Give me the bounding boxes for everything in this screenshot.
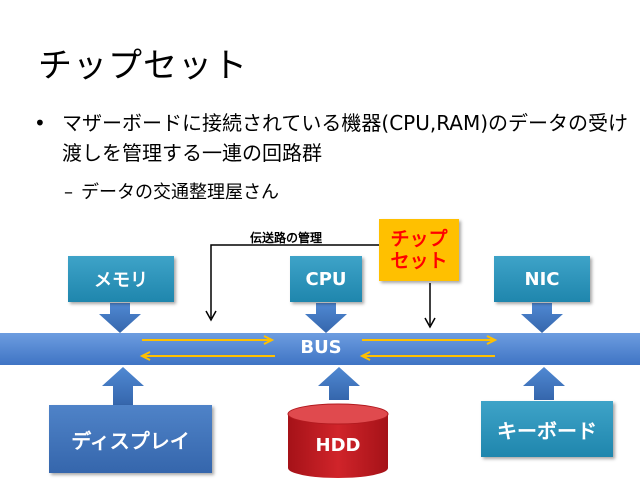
sub-bullet-text: データの交通整理屋さん <box>81 182 279 203</box>
nic-box: NIC <box>494 256 590 302</box>
hdd-up-arrow <box>318 367 360 400</box>
memory-down-arrow <box>99 303 141 333</box>
keyboard-box: キーボード <box>481 401 613 457</box>
bus-management-note: 伝送路の管理 <box>250 231 323 245</box>
cpu-down-arrow <box>305 303 347 333</box>
display-box: ディスプレイ <box>49 405 212 473</box>
bus-flow-arrows <box>139 335 498 361</box>
sub-bullet-marker: – <box>64 182 73 203</box>
hdd-label: HDD <box>315 434 361 456</box>
bus-bar <box>0 333 640 365</box>
chipset-label-line2: セット <box>390 250 448 272</box>
bullet-text: マザーボードに接続されている機器(CPU,RAM)のデータの受け渡しを管理する一… <box>62 111 629 165</box>
bus-label: BUS <box>300 337 342 358</box>
hdd-cylinder <box>287 403 389 478</box>
chipset-label-line1: チップ <box>390 228 448 250</box>
display-up-arrow <box>102 367 144 405</box>
cpu-box: CPU <box>290 256 362 302</box>
keyboard-up-arrow <box>523 367 565 400</box>
bullet-marker: • <box>34 111 46 135</box>
memory-box: メモリ <box>68 256 174 302</box>
slide-title: チップセット <box>38 46 248 86</box>
bus-management-line <box>205 244 436 329</box>
nic-down-arrow <box>521 303 563 333</box>
chipset-box: チップ セット <box>379 219 459 281</box>
sub-bullet-item: –データの交通整理屋さん <box>64 178 279 204</box>
